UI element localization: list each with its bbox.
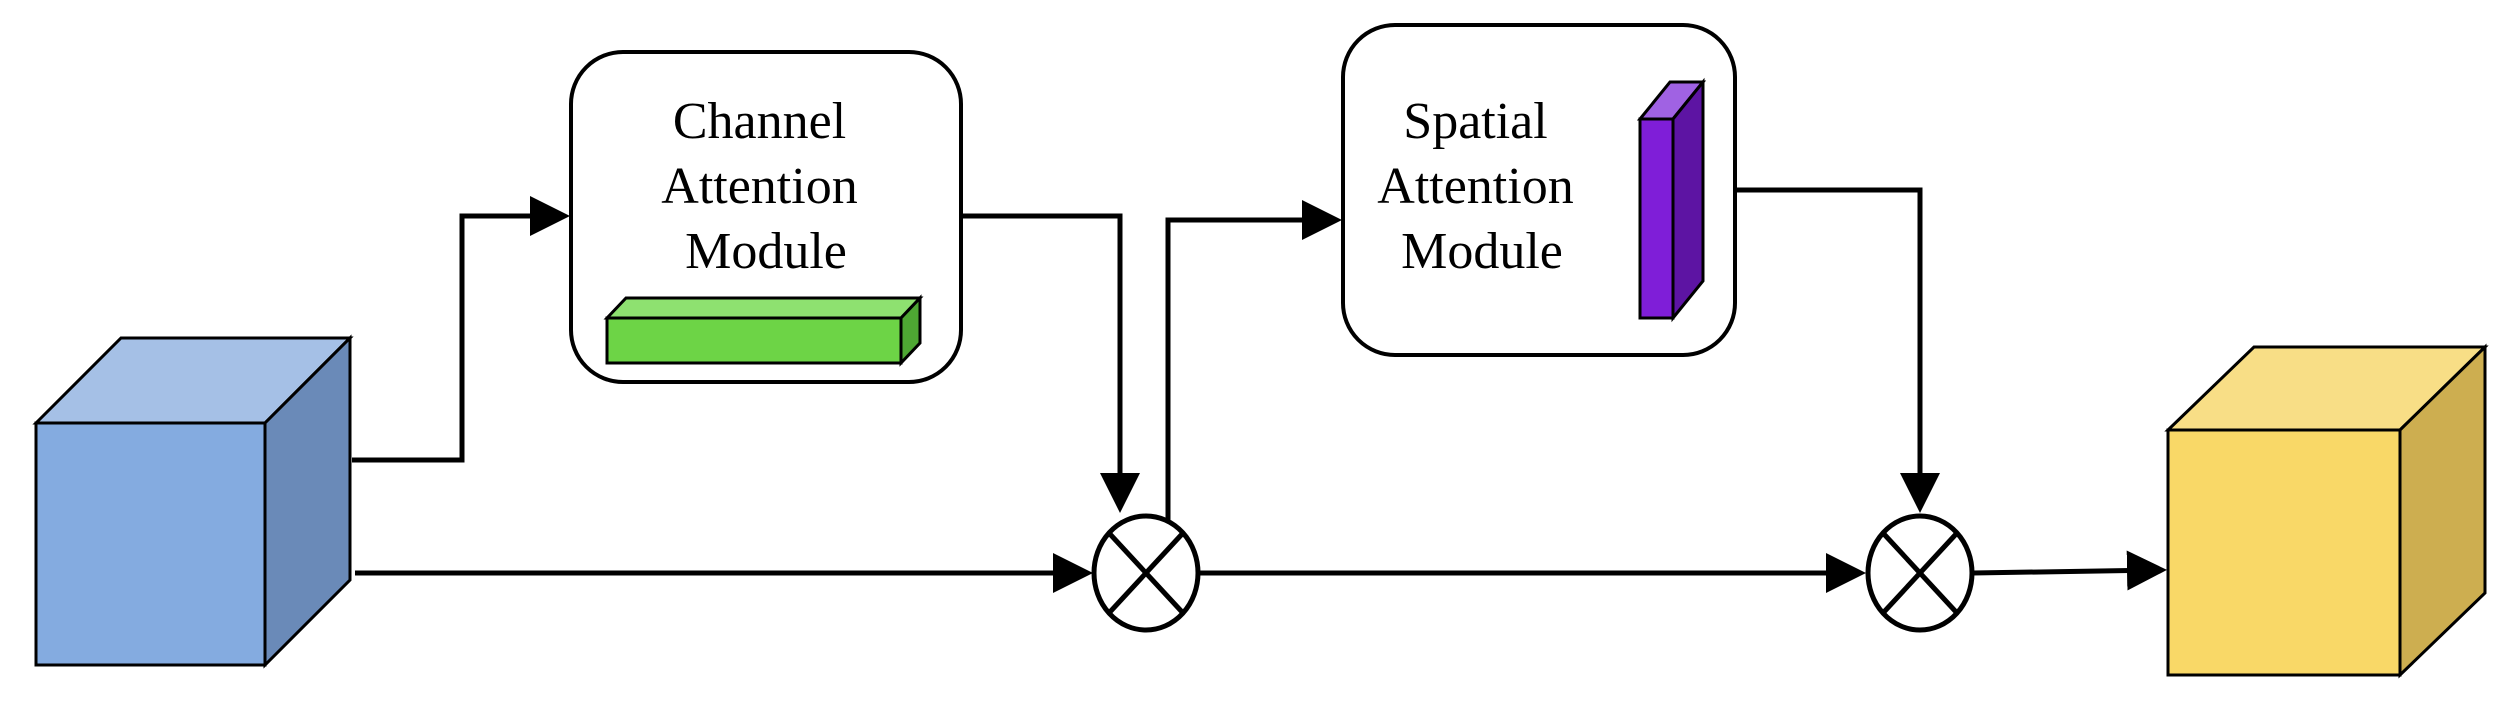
spatial-attention-bar bbox=[1636, 77, 1707, 323]
channel-label-line-2: Attention bbox=[661, 158, 857, 215]
arrow-spatial-attention-to-multiply-2 bbox=[1735, 187, 1940, 513]
arrow-input-to-channel-attention bbox=[352, 196, 570, 463]
channel-bar-front-face bbox=[605, 316, 903, 365]
channel-attention-bar bbox=[603, 294, 924, 367]
input-cube-front-face bbox=[34, 421, 267, 667]
input-feature-cube bbox=[32, 334, 354, 669]
arrow-multiply-1-to-spatial-attention bbox=[1165, 200, 1342, 520]
spatial-label-line-1: Spatial bbox=[1403, 93, 1547, 150]
spatial-label-line-3: Module bbox=[1401, 223, 1563, 280]
spatial-label-line-2: Attention bbox=[1377, 158, 1573, 215]
spatial-bar-side-face bbox=[1671, 77, 1705, 323]
arrow-multiply-2-to-output bbox=[1972, 550, 2167, 591]
channel-attention-module: Channel Attention Module bbox=[569, 50, 963, 384]
channel-bar-top-face bbox=[603, 296, 924, 320]
multiply-operator-2 bbox=[1865, 513, 1975, 633]
arrow-channel-attention-to-multiply-1 bbox=[961, 213, 1140, 513]
channel-label-line-3: Module bbox=[685, 223, 847, 280]
spatial-bar-front-face bbox=[1638, 117, 1675, 320]
spatial-attention-label: Spatial Attention Module bbox=[1377, 93, 1586, 280]
spatial-attention-module: Spatial Attention Module bbox=[1341, 23, 1737, 357]
channel-attention-label: Channel Attention Module bbox=[661, 93, 870, 280]
channel-label-line-1: Channel bbox=[673, 93, 846, 150]
output-cube-front-face bbox=[2166, 428, 2402, 677]
multiply-operator-2-cross-b bbox=[1881, 531, 1959, 615]
multiply-operator-1-cross-b bbox=[1107, 531, 1185, 615]
multiply-operator-1 bbox=[1091, 513, 1201, 633]
output-feature-cube bbox=[2164, 343, 2489, 679]
